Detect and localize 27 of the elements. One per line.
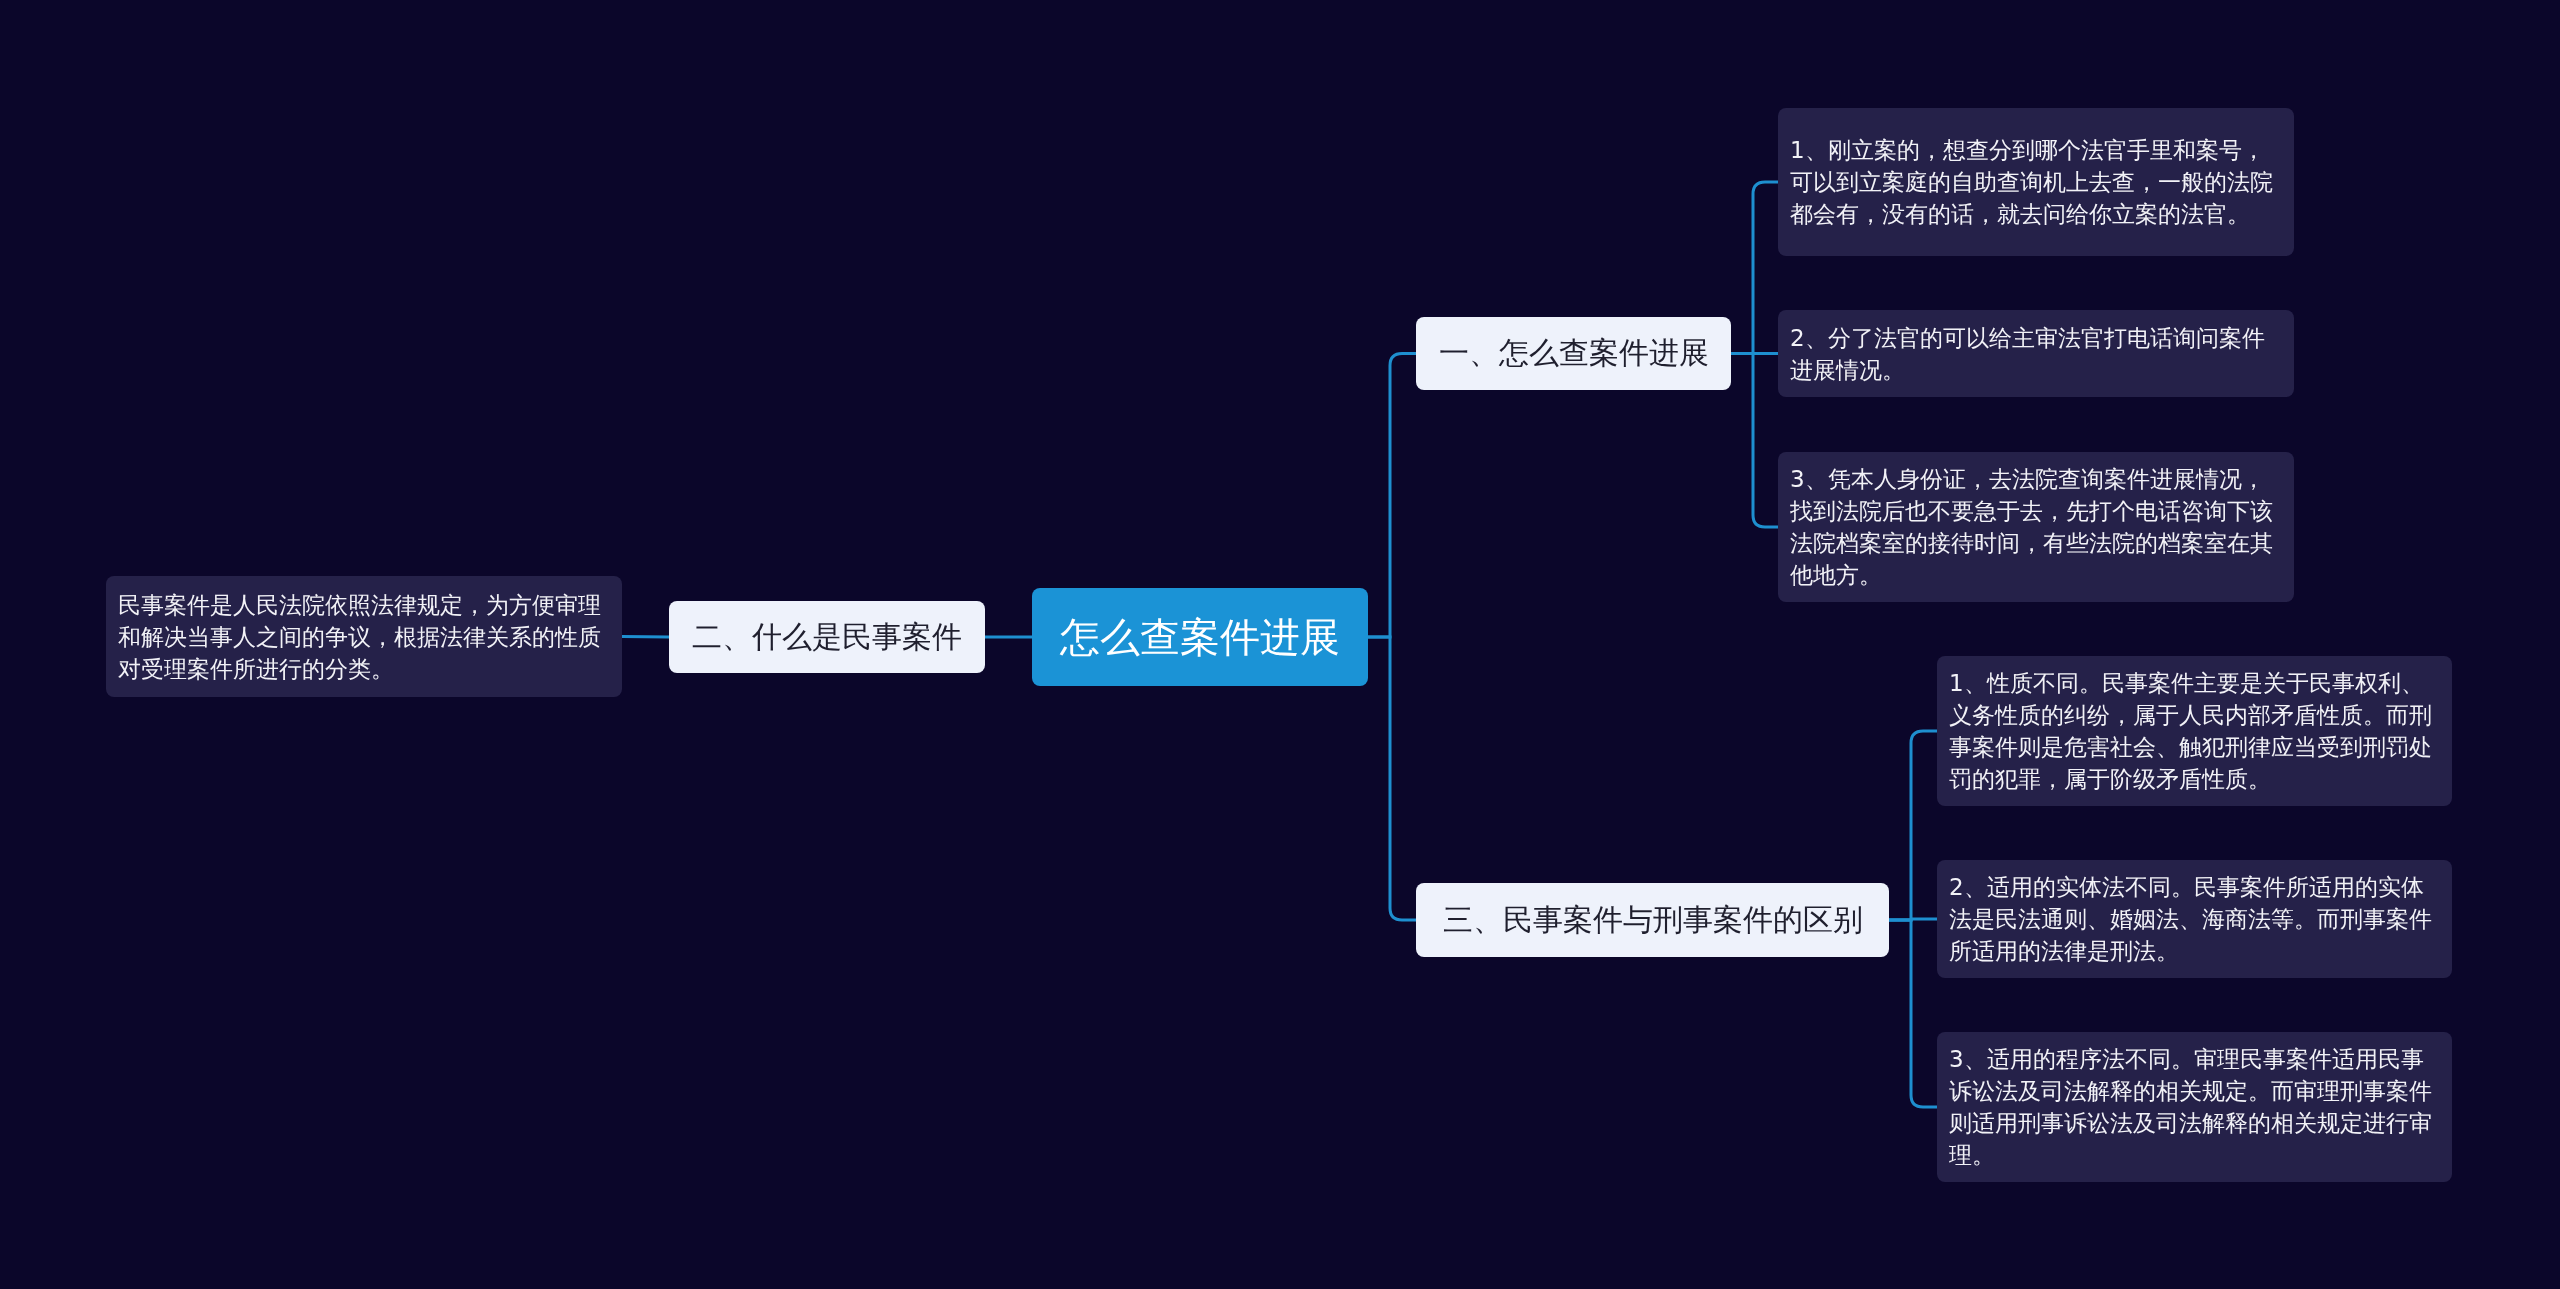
note-text: 3、适用的程序法不同。审理民事案件适用民事诉讼法及司法解释的相关规定。而审理刑事案件则适用刑事诉讼法及司法解释的相关规定进行审理。 bbox=[1949, 1045, 2433, 1170]
note-text: 民事案件是人民法院依照法律规定，为方便审理和解决当事人之间的争议，根据法律关系的性质对受理案件所进行的分类。 bbox=[118, 590, 602, 684]
central-topic-box bbox=[1032, 588, 1368, 686]
note-text: 3、凭本人身份证，去法院查询案件进展情况，找到法院后也不要急于去，先打个电话咨询下该法院档案室的接待时间，有些法院的档案室在其他地方。 bbox=[1790, 465, 2274, 590]
connector-line bbox=[622, 635, 669, 639]
note-text: 2、分了法官的可以给主审法官打电话询问案件进展情况。 bbox=[1790, 323, 2266, 385]
note-text: 2、适用的实体法不同。民事案件所适用的实体法是民法通则、婚姻法、海商法等。而刑事案件所适用的法律是刑法。 bbox=[1949, 873, 2433, 966]
note-box bbox=[1778, 452, 2294, 602]
note-text: 1、刚立案的，想查分到哪个法官手里和案号，可以到立案庭的自助查询机上去查，一般的法院都会有，没有的话，就去问给你立案的法官。 bbox=[1790, 136, 2274, 229]
topic-box bbox=[1416, 883, 1889, 957]
note-box bbox=[1937, 860, 2452, 978]
note-box bbox=[1937, 656, 2452, 806]
topic-label: 一、怎么查案件进展 bbox=[1438, 334, 1709, 372]
topic-label: 三、民事案件与刑事案件的区别 bbox=[1442, 900, 1863, 939]
connector-line bbox=[1731, 352, 1778, 529]
connector-line bbox=[985, 635, 1032, 639]
topic-label: 怎么查案件进展 bbox=[1060, 612, 1340, 662]
note-text: 1、性质不同。民事案件主要是关于民事权利、义务性质的纠纷，属于人民内部矛盾性质。而刑事案件则是危害社会、触犯刑律应当受到刑罚处罚的犯罪，属于阶级矛盾性质。 bbox=[1949, 669, 2433, 794]
note-box bbox=[1937, 1032, 2452, 1182]
topic-label: 二、什么是民事案件 bbox=[692, 617, 962, 656]
topic-box bbox=[669, 601, 985, 673]
note-box bbox=[1778, 108, 2294, 256]
note-box bbox=[106, 576, 622, 697]
connector-line bbox=[1368, 635, 1416, 922]
topic-box bbox=[1416, 317, 1731, 390]
note-box bbox=[1778, 310, 2294, 397]
connector-line bbox=[1889, 918, 1937, 1109]
